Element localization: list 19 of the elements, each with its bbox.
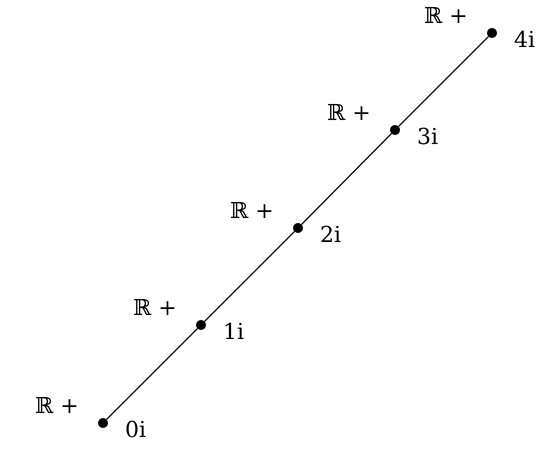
point-dot (293, 223, 303, 233)
set-label: ℝ + (133, 295, 177, 323)
connector-line (106, 328, 198, 420)
index-label: 3i (417, 124, 438, 152)
point-dot (98, 418, 108, 428)
set-label: ℝ + (327, 100, 371, 128)
connector-line (204, 231, 295, 322)
index-label: 2i (320, 222, 342, 250)
connector-line (398, 36, 489, 127)
index-label: 1i (223, 319, 244, 347)
set-label: ℝ + (424, 3, 468, 31)
set-label: ℝ + (35, 393, 79, 421)
point-dot (390, 125, 400, 135)
point-dot (487, 28, 497, 38)
set-label: ℝ + (230, 198, 274, 226)
point-dot (196, 320, 206, 330)
connector-line (301, 133, 392, 225)
index-label: 0i (125, 417, 146, 445)
index-label: 4i (514, 27, 536, 55)
